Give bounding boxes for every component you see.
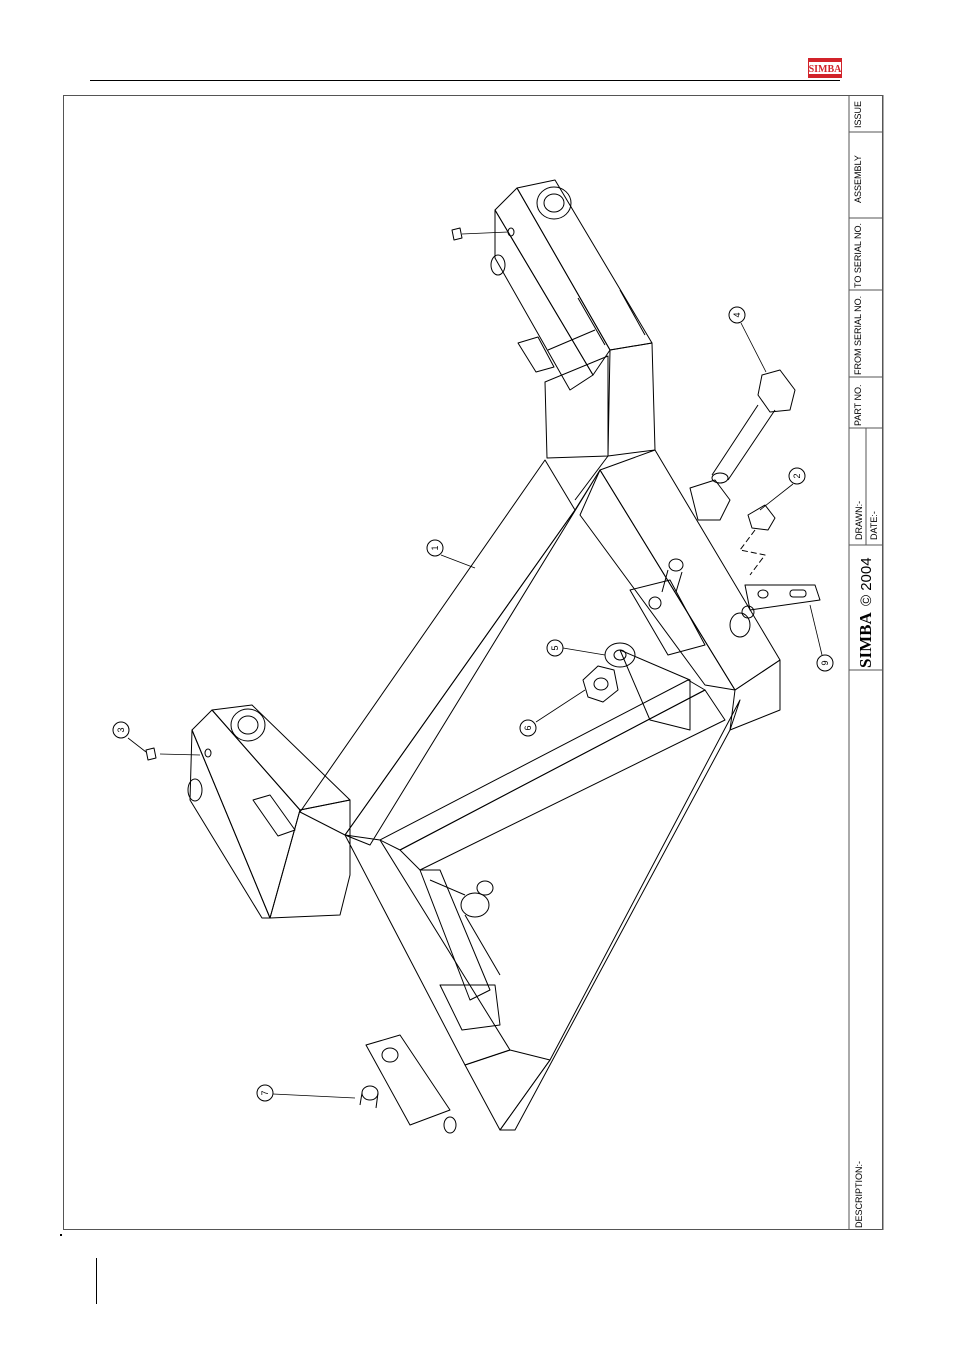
bolt-4 [690, 370, 795, 520]
upper-lug [630, 559, 754, 655]
corner-mark [60, 1234, 62, 1236]
callout-1: 1 [427, 540, 443, 556]
lower-lug [366, 1035, 456, 1133]
svg-text:9: 9 [820, 660, 830, 665]
svg-text:7: 7 [260, 1090, 270, 1095]
svg-text:2: 2 [792, 473, 802, 478]
leader-lines [128, 232, 822, 1098]
footer-rule [96, 1258, 97, 1304]
upper-arm [491, 180, 652, 390]
callout-5: 5 [547, 640, 563, 656]
svg-text:3: 3 [116, 727, 126, 732]
frame-drawing [128, 180, 822, 1133]
upper-post [545, 343, 655, 500]
callout-6: 6 [520, 720, 536, 736]
linch-pin-2 [740, 505, 775, 575]
lower-arm [188, 705, 350, 918]
callout-3-lower: 3 [113, 722, 129, 738]
callout-4: 4 [729, 307, 745, 323]
svg-text:4: 4 [732, 312, 742, 317]
assembly-drawing: 1 2 3 4 5 6 7 9 [63, 95, 849, 1230]
logo-lettering: SIMBA [809, 64, 842, 75]
callout-7: 7 [257, 1085, 273, 1101]
grease-nipple-3-upper [452, 228, 462, 240]
svg-text:5: 5 [550, 645, 560, 650]
lower-pivot-stud [430, 880, 500, 975]
callout-9: 9 [817, 655, 833, 671]
svg-text:6: 6 [523, 725, 533, 730]
callouts: 1 2 3 4 5 6 7 9 [113, 307, 833, 1101]
bushing-7 [360, 1086, 378, 1108]
main-frame [300, 450, 780, 1130]
header-rule [90, 80, 840, 81]
simba-logo: SIMBA [808, 58, 842, 78]
svg-text:1: 1 [430, 545, 440, 550]
callout-2: 2 [789, 468, 805, 484]
grease-nipple-3-lower [146, 748, 156, 760]
nut-6 [583, 666, 618, 702]
tab-9 [745, 585, 820, 610]
